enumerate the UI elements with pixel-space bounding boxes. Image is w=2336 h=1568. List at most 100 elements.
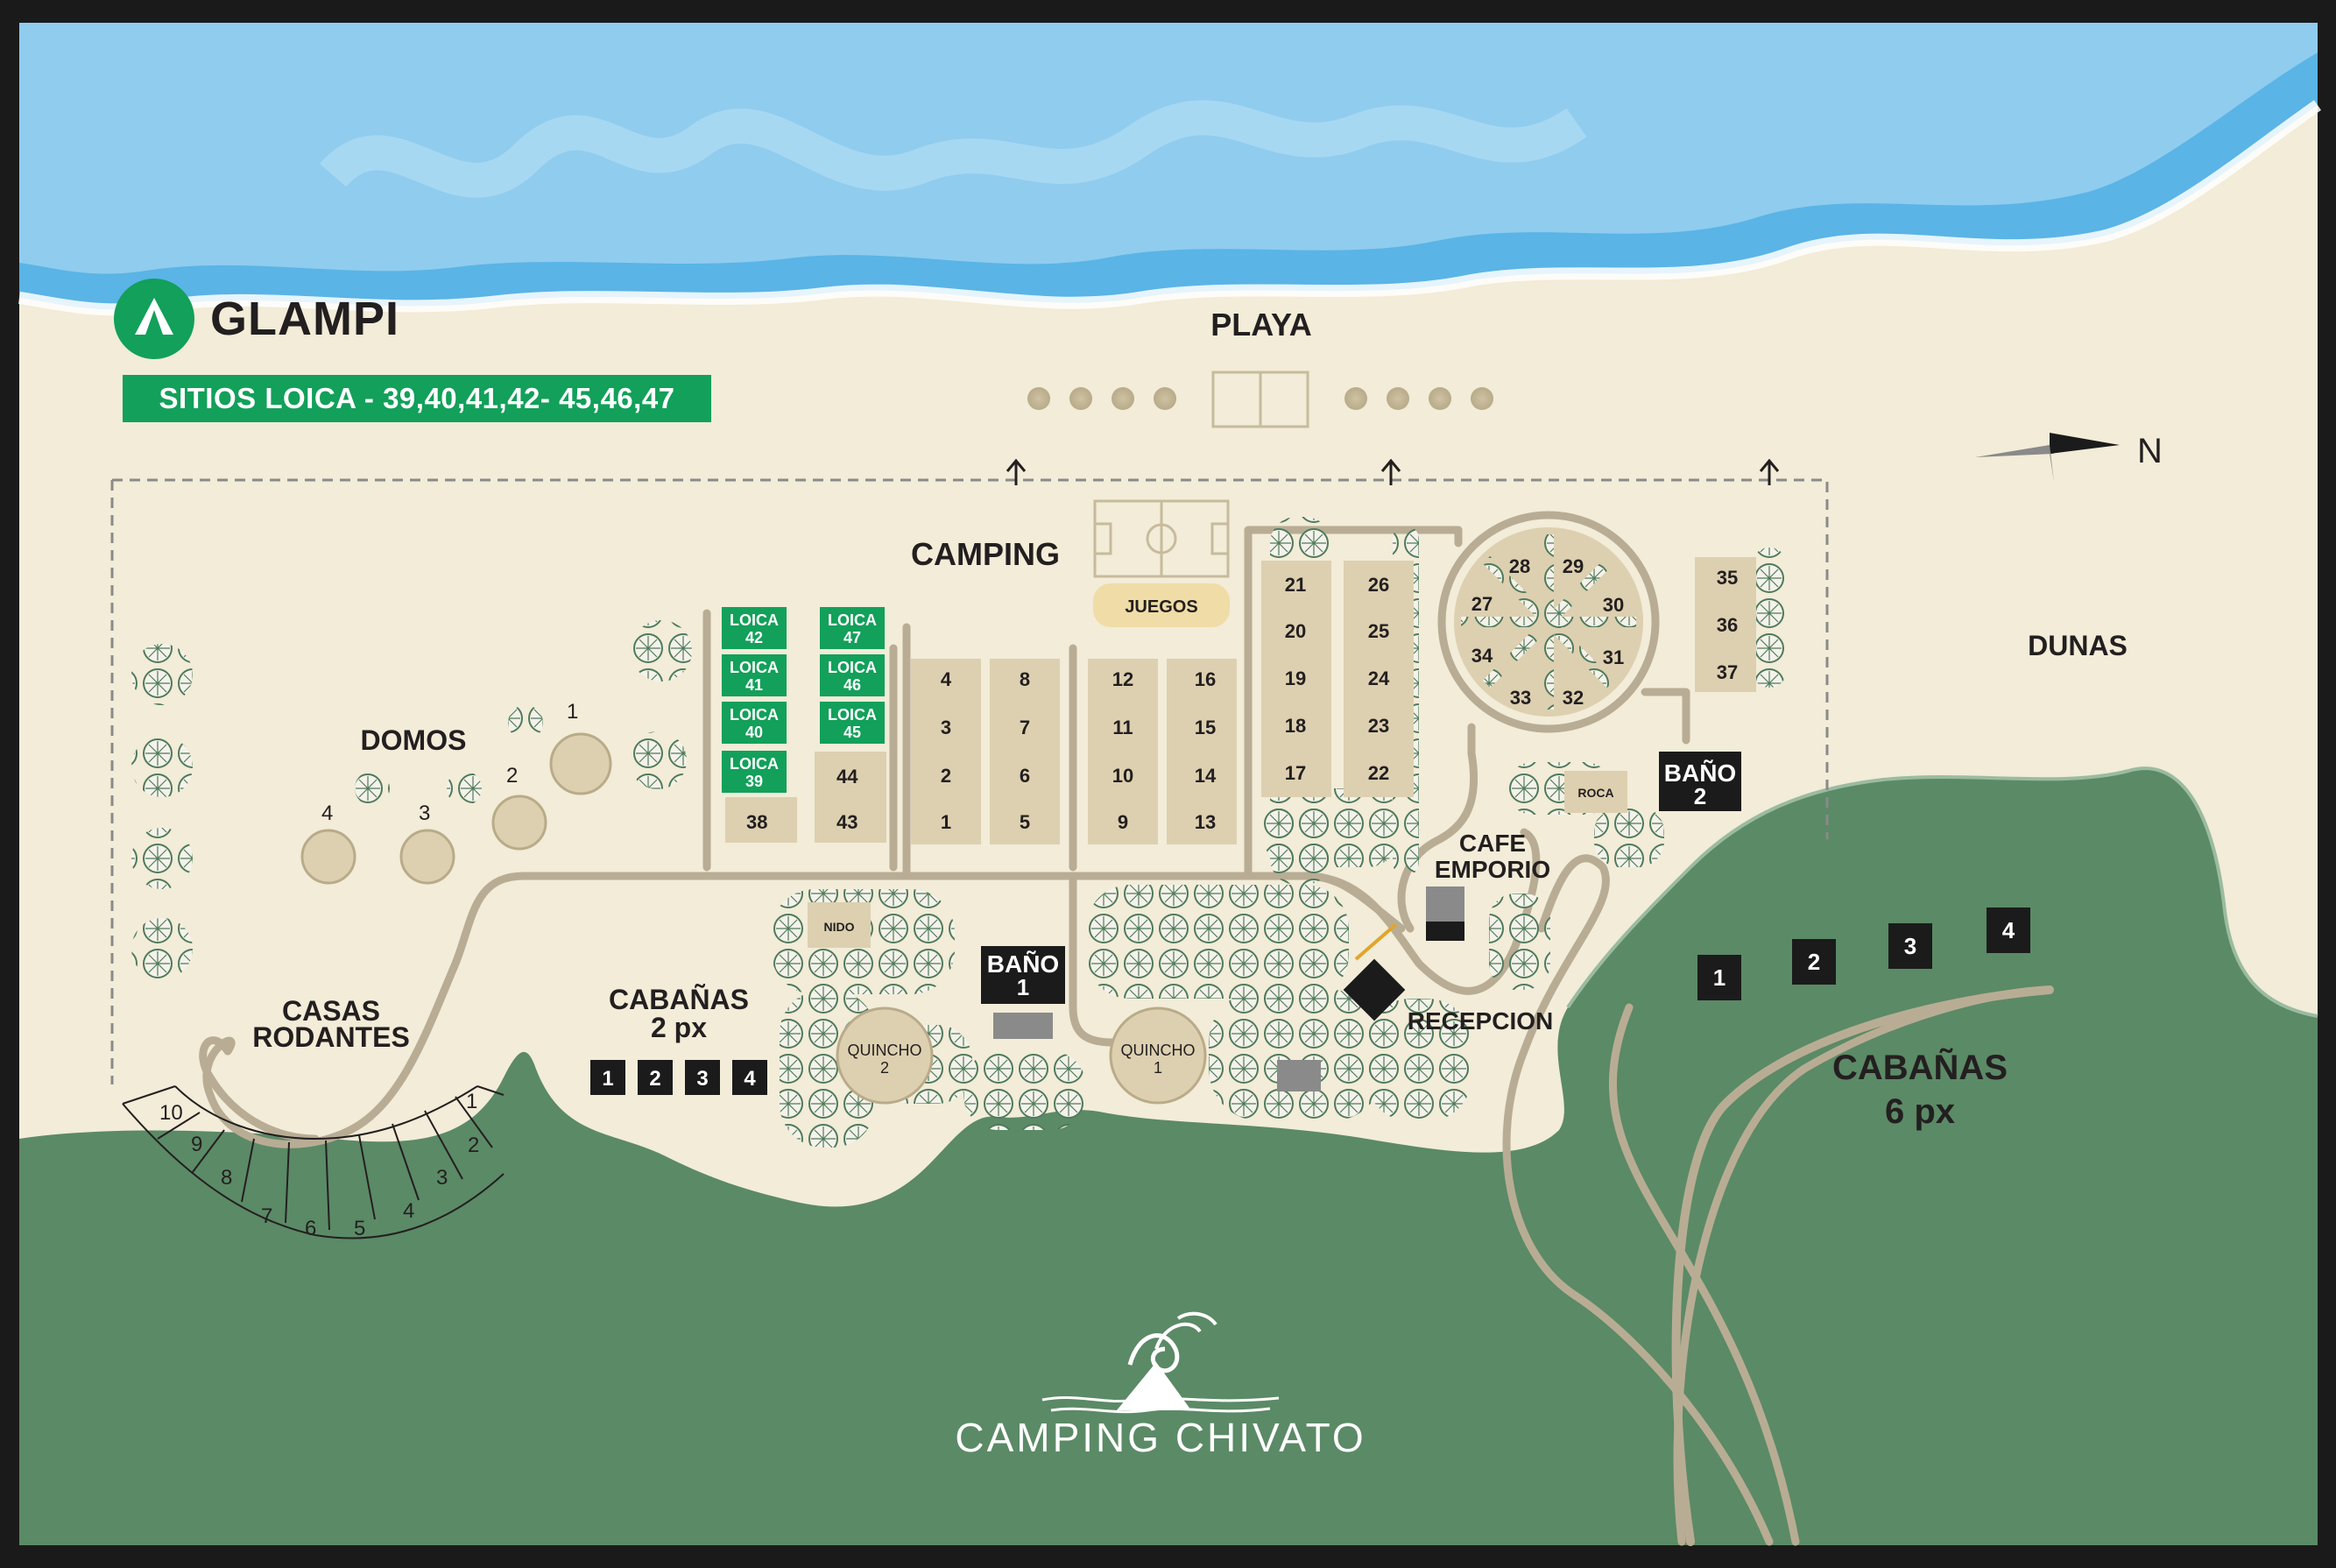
- rv-7: 7: [261, 1204, 272, 1228]
- loica-word: LOICA: [828, 611, 877, 629]
- glampi-logo-icon: [114, 279, 194, 359]
- cab6-3: 3: [1904, 933, 1916, 959]
- loica-39: 39: [745, 773, 763, 790]
- quincho-2-num: 2: [880, 1059, 889, 1077]
- site-12: 12: [1112, 668, 1133, 690]
- juegos-area: [1093, 583, 1230, 627]
- label-emporio: EMPORIO: [1435, 856, 1550, 883]
- juegos-label: JUEGOS: [1125, 597, 1197, 617]
- camping-boundary: [110, 478, 1829, 1084]
- bano-1-annex: [993, 1013, 1053, 1039]
- rv-5: 5: [354, 1217, 365, 1240]
- cab2-3: 3: [696, 1067, 708, 1091]
- loica-sites: [722, 607, 885, 793]
- site-11: 11: [1112, 717, 1133, 738]
- foam: [18, 100, 2322, 316]
- sea-shallow: [19, 23, 2318, 274]
- rv-3: 3: [436, 1166, 448, 1190]
- site-8: 8: [1020, 668, 1030, 690]
- domo-numbers: 1 2 3 4: [321, 700, 578, 825]
- site-14: 14: [1195, 765, 1217, 787]
- storage: [1277, 1060, 1321, 1091]
- site-44: 44: [836, 766, 858, 788]
- loica-sites-banner: SITIOS LOICA - 39,40,41,42- 45,46,47: [123, 375, 711, 422]
- rv-2: 2: [468, 1134, 479, 1157]
- bano-1: [981, 946, 1065, 1004]
- loica-word: LOICA: [730, 611, 779, 629]
- site-10: 10: [1112, 765, 1133, 787]
- quincho-1-num: 1: [1154, 1059, 1162, 1077]
- north-label: N: [2137, 432, 2163, 470]
- site-24: 24: [1368, 667, 1390, 689]
- loica-40: 40: [745, 724, 763, 741]
- camping-chivato-title: CAMPING CHIVATO: [955, 1415, 1366, 1460]
- label-cabanas-6: CABAÑAS: [1832, 1047, 2008, 1087]
- site-21: 21: [1285, 574, 1306, 596]
- domo-num-1: 1: [567, 700, 578, 724]
- cab2-1: 1: [602, 1067, 613, 1091]
- site-35: 35: [1717, 567, 1738, 589]
- label-playa: PLAYA: [1210, 307, 1311, 343]
- cab2-4: 4: [744, 1067, 756, 1091]
- north-arrow: N: [1975, 432, 2163, 482]
- forest-south: [19, 768, 2318, 1545]
- site-2: 2: [941, 765, 951, 787]
- site-31: 31: [1603, 646, 1624, 668]
- site-4: 4: [941, 668, 952, 690]
- forest-edge: [1566, 766, 2318, 1018]
- domo-num-2: 2: [506, 764, 518, 788]
- tent-icon: [135, 298, 173, 335]
- cafe-door: [1426, 922, 1464, 941]
- rv-8: 8: [221, 1166, 232, 1190]
- site-25: 25: [1368, 620, 1389, 642]
- site-33: 33: [1510, 687, 1531, 709]
- domo-1: [549, 732, 612, 795]
- site-34: 34: [1471, 645, 1493, 667]
- quincho-1: [1109, 1006, 1207, 1105]
- sea-wave: [319, 100, 1587, 198]
- label-6px: 6 px: [1885, 1092, 1955, 1131]
- circle-spokes: [1461, 534, 1636, 710]
- football-field: [1093, 499, 1230, 578]
- rv-10: 10: [159, 1101, 183, 1125]
- roca: [1564, 771, 1627, 813]
- site-28: 28: [1509, 555, 1530, 577]
- sites-col-a: [725, 752, 886, 843]
- circle-path: [1437, 511, 1660, 733]
- nido: [808, 902, 871, 948]
- quincho-2: [836, 1006, 934, 1105]
- site-6: 6: [1020, 765, 1030, 787]
- bano-1-label: BAÑO: [987, 950, 1059, 978]
- loica-word: LOICA: [730, 706, 779, 724]
- rv-6: 6: [305, 1217, 316, 1240]
- loica-word: LOICA: [730, 755, 779, 773]
- bano-2-label: BAÑO: [1664, 759, 1736, 787]
- site-32: 32: [1563, 687, 1584, 709]
- rv-9: 9: [191, 1133, 202, 1156]
- site-27: 27: [1471, 593, 1493, 615]
- volleyball-court: [1211, 371, 1309, 428]
- loica-47: 47: [843, 629, 861, 646]
- site-16: 16: [1195, 668, 1216, 690]
- site-23: 23: [1368, 715, 1389, 737]
- glampi-brand: GLAMPI: [114, 279, 399, 359]
- site-22: 22: [1368, 762, 1389, 784]
- loica-word: LOICA: [828, 659, 877, 676]
- cab6-2: 2: [1808, 949, 1820, 975]
- label-cafe: CAFE: [1459, 830, 1526, 857]
- site-13: 13: [1195, 811, 1216, 833]
- site-29: 29: [1563, 555, 1584, 577]
- loica-word: LOICA: [828, 706, 877, 724]
- cab6-1: 1: [1713, 964, 1726, 991]
- site-5: 5: [1020, 811, 1030, 833]
- roca-label: ROCA: [1577, 786, 1613, 800]
- bano-1-num: 1: [1017, 974, 1029, 1000]
- beach-umbrellas: [1027, 387, 1493, 410]
- recepcion-building: [1343, 958, 1406, 1021]
- site-36: 36: [1717, 614, 1738, 636]
- site-20: 20: [1285, 620, 1306, 642]
- cabanas-2px: [590, 1060, 767, 1095]
- domo-4: [300, 829, 356, 885]
